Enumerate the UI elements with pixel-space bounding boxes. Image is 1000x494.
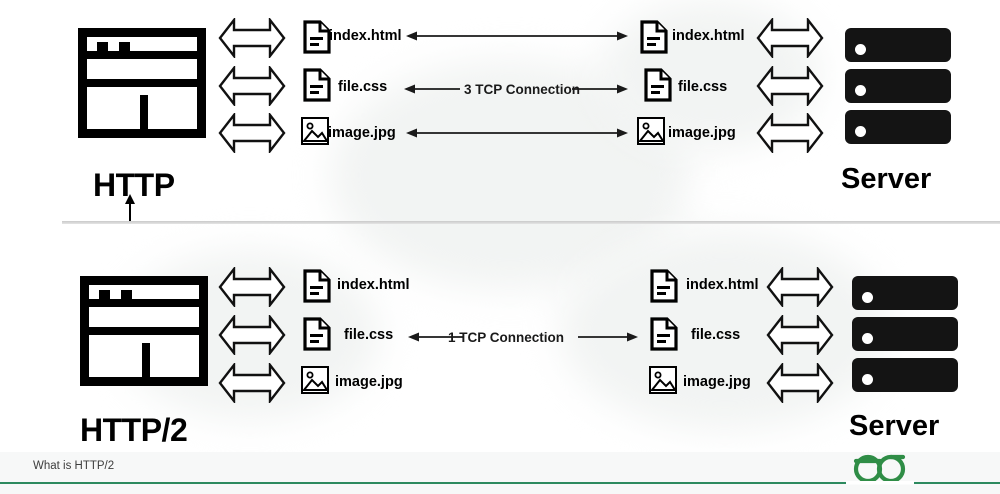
connection-arrow-right-row-2	[578, 329, 638, 345]
browser-dot-icon	[121, 290, 132, 301]
server-exchange-arrow-1	[756, 18, 824, 58]
browser-dot-icon	[97, 42, 108, 53]
server-exchange-arrow-2	[756, 66, 824, 106]
protocol-label-http: HTTP	[93, 167, 175, 203]
footer-accent-line	[0, 482, 1000, 484]
connection-arrow-left-row-2	[408, 329, 464, 345]
server-resource-label-image-jpg: image.jpg	[668, 125, 736, 141]
browser-pane-divider	[139, 95, 148, 129]
client-exchange-arrow-1	[218, 267, 286, 307]
tcp-connection-label-http2: 1 TCP Connection	[448, 330, 565, 345]
browser-content-panes	[87, 95, 197, 129]
footer-bar: What is HTTP/2	[0, 452, 1000, 494]
file-document-icon	[650, 269, 678, 303]
browser-addressbar	[89, 315, 199, 335]
server-resource-label-file-css: file.css	[678, 79, 728, 95]
browser-content-panes	[89, 343, 199, 377]
client-exchange-arrow-1	[218, 18, 286, 58]
client-exchange-arrow-2	[218, 66, 286, 106]
server-unit	[852, 317, 958, 351]
server-unit	[845, 110, 951, 144]
file-document-icon	[650, 317, 678, 351]
server-exchange-arrow-3	[766, 363, 834, 403]
client-browser-icon	[78, 28, 206, 138]
server-resource-label-image-jpg: image.jpg	[683, 374, 751, 390]
image-file-icon	[648, 365, 678, 395]
server-led-icon	[855, 126, 866, 137]
client-browser-icon	[80, 276, 208, 386]
connection-arrow-left-row-2	[404, 81, 460, 97]
connection-arrow-right-row-2	[572, 81, 628, 97]
image-file-icon	[300, 365, 330, 395]
tcp-connection-label-http: 3 TCP Connection	[464, 82, 581, 97]
server-exchange-arrow-1	[766, 267, 834, 307]
resource-label-image-jpg: image.jpg	[328, 125, 396, 141]
server-exchange-arrow-3	[756, 113, 824, 153]
http-pointer-arrow-icon	[122, 194, 138, 227]
resource-label-file-css: file.css	[344, 327, 394, 343]
server-exchange-arrow-2	[766, 315, 834, 355]
server-resource-label-file-css: file.css	[691, 327, 741, 343]
http2-section: index.html file.css image.jpg 1 TCP Conn…	[0, 224, 1000, 450]
server-resource-label-index-html: index.html	[672, 28, 745, 44]
client-exchange-arrow-2	[218, 315, 286, 355]
server-resource-label-index-html: index.html	[686, 277, 759, 293]
server-stack-icon	[845, 28, 951, 144]
resource-label-image-jpg: image.jpg	[335, 374, 403, 390]
file-document-icon	[303, 317, 331, 351]
browser-titlebar	[89, 285, 199, 307]
browser-pane-divider	[141, 343, 150, 377]
image-file-icon	[636, 116, 666, 146]
footer-caption: What is HTTP/2	[33, 460, 115, 472]
resource-label-file-css: file.css	[338, 79, 388, 95]
geeksforgeeks-logo	[846, 448, 914, 488]
server-label-http: Server	[841, 163, 932, 195]
server-label-http2: Server	[849, 410, 940, 442]
browser-addressbar	[87, 67, 197, 87]
resource-label-index-html: index.html	[329, 28, 402, 44]
protocol-label-http2: HTTP/2	[80, 412, 188, 448]
file-document-icon	[644, 68, 672, 102]
file-document-icon	[303, 20, 331, 54]
browser-dot-icon	[119, 42, 130, 53]
section-divider	[62, 221, 1000, 224]
server-unit	[845, 28, 951, 62]
server-stack-icon	[852, 276, 958, 392]
browser-dot-icon	[99, 290, 110, 301]
image-file-icon	[300, 116, 330, 146]
server-led-icon	[862, 374, 873, 385]
server-unit	[845, 69, 951, 103]
file-document-icon	[303, 269, 331, 303]
server-led-icon	[862, 292, 873, 303]
resource-label-index-html: index.html	[337, 277, 410, 293]
server-led-icon	[855, 44, 866, 55]
background-watermark	[560, 230, 890, 430]
connection-arrow-row-3	[406, 125, 628, 141]
file-document-icon	[640, 20, 668, 54]
browser-titlebar	[87, 37, 197, 59]
http-section: index.html file.css image.jpg 3 TCP Conn…	[0, 0, 1000, 222]
server-unit	[852, 358, 958, 392]
server-unit	[852, 276, 958, 310]
client-exchange-arrow-3	[218, 363, 286, 403]
file-document-icon	[303, 68, 331, 102]
connection-arrow-row-1	[406, 28, 628, 44]
server-led-icon	[855, 85, 866, 96]
client-exchange-arrow-3	[218, 113, 286, 153]
server-led-icon	[862, 333, 873, 344]
